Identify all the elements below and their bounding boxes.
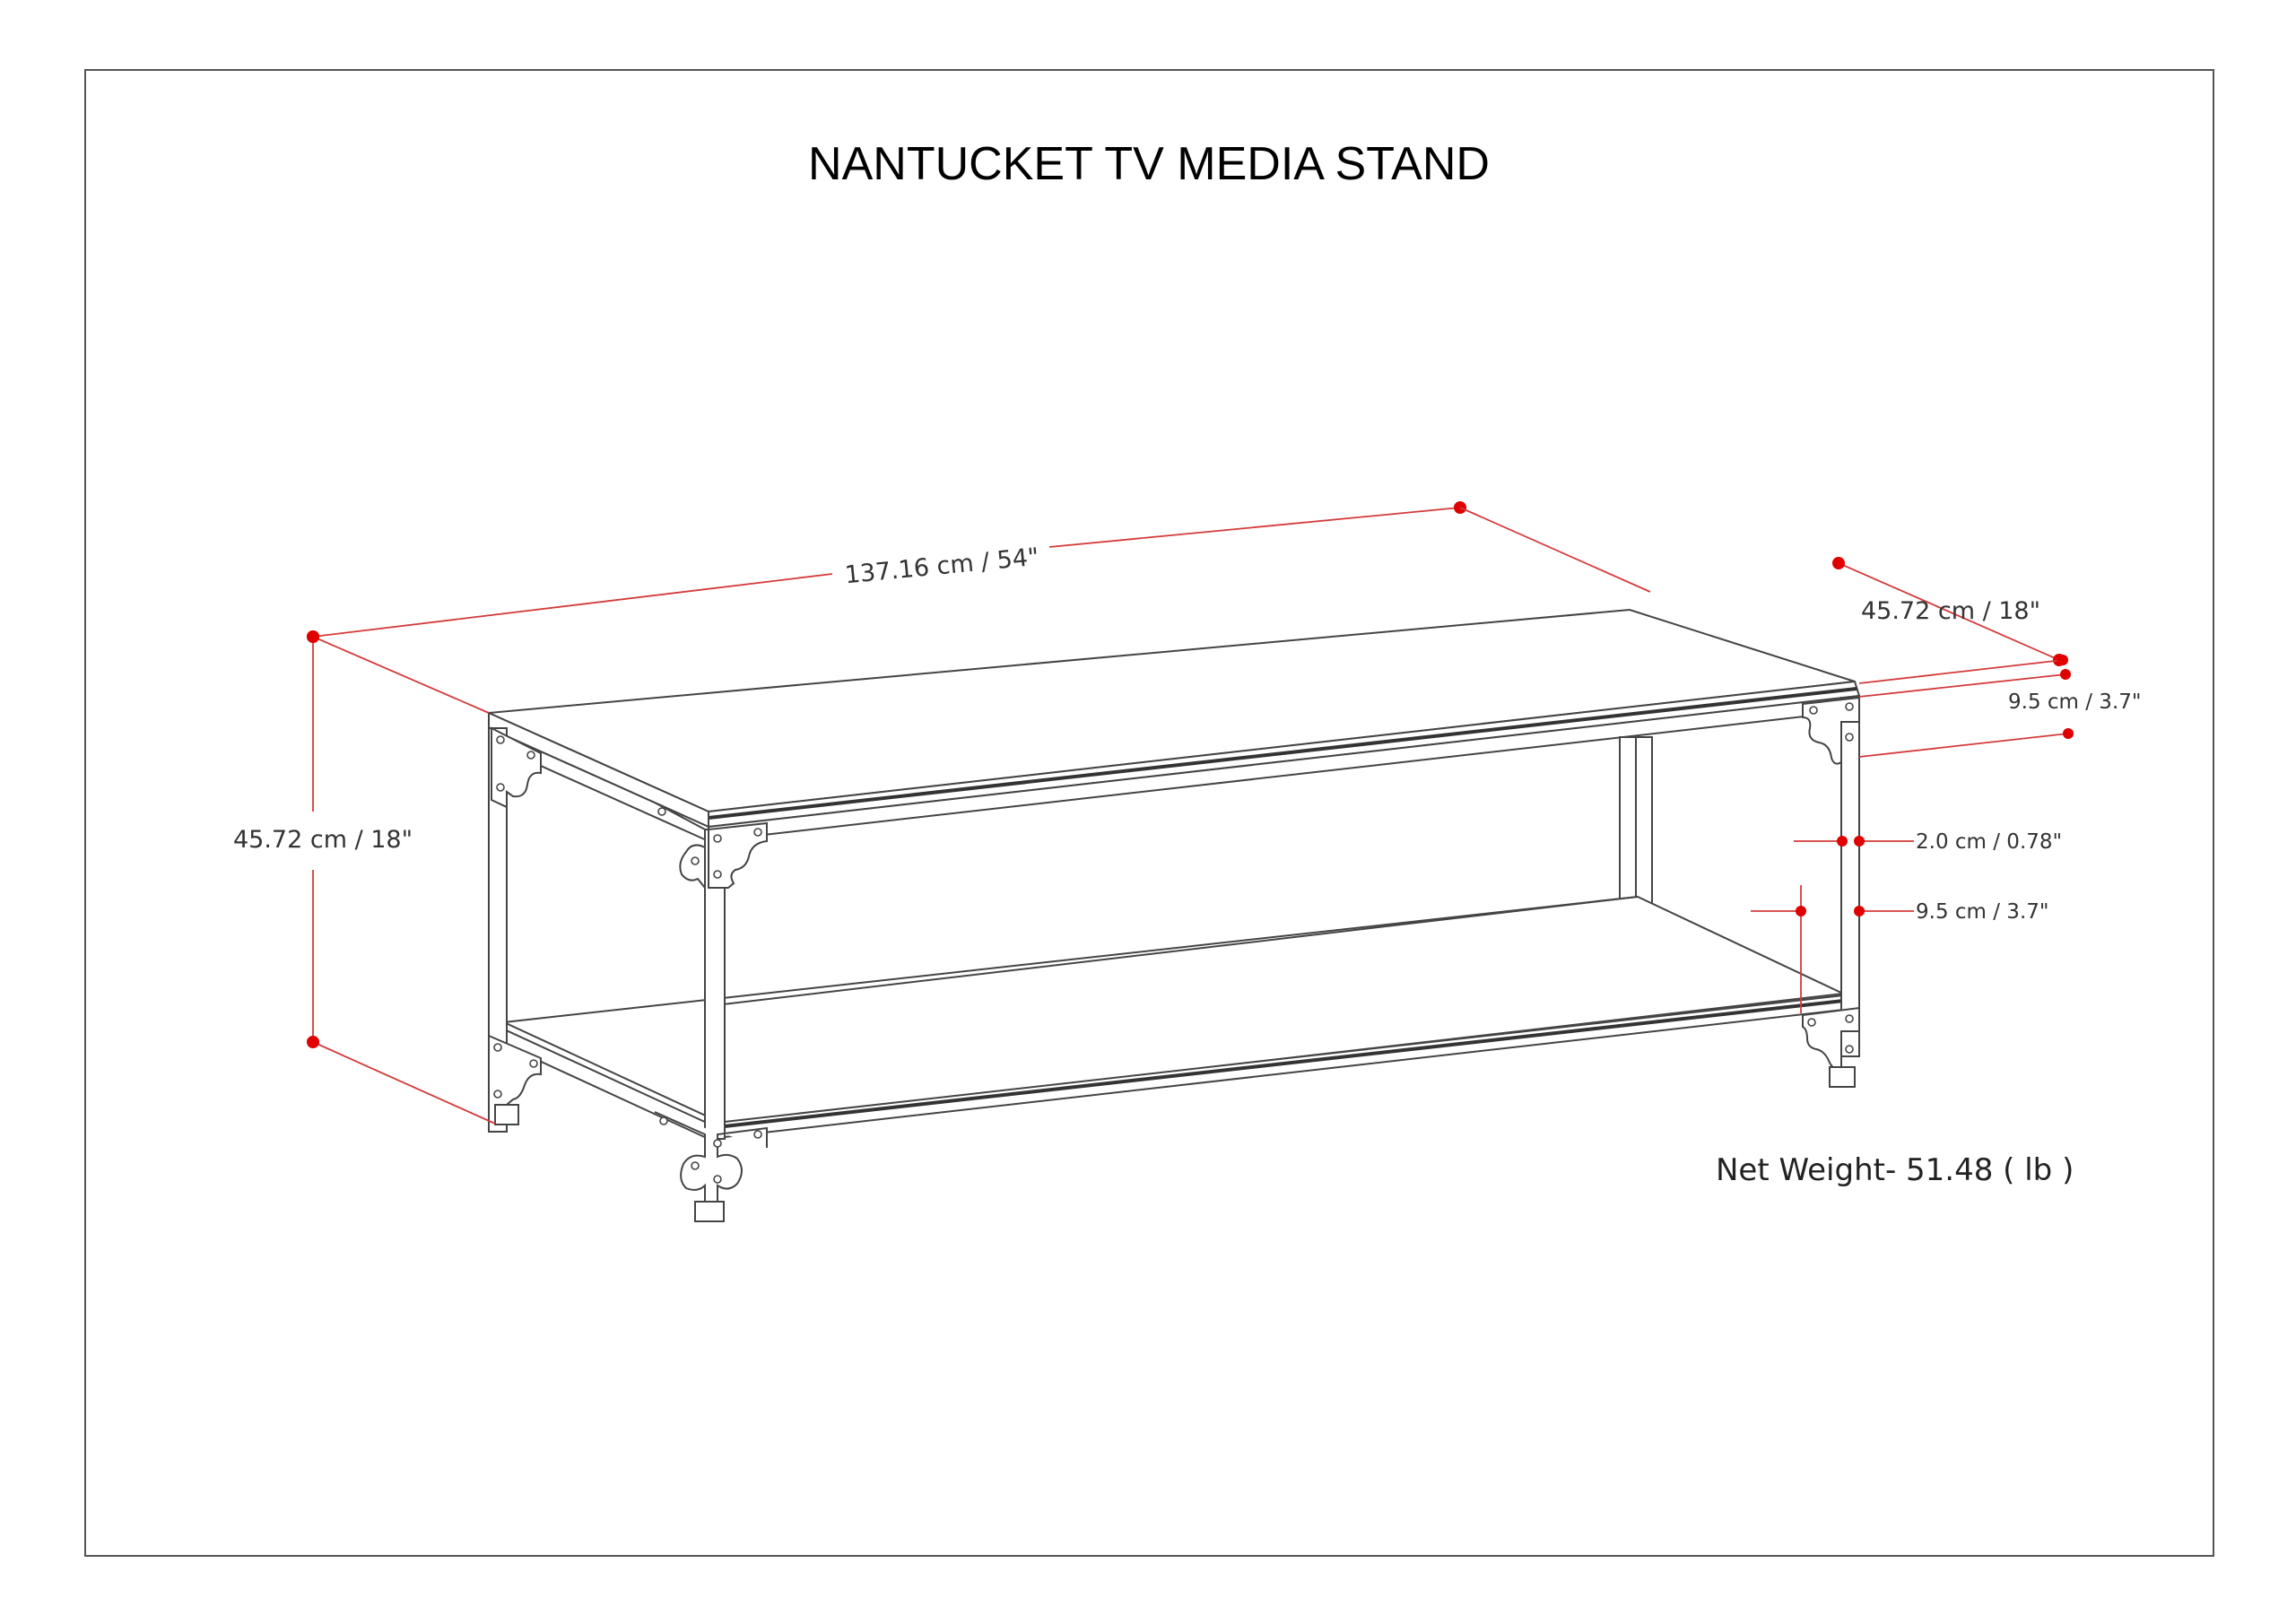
bracket-top-front-left [654,802,768,890]
sheet-border [84,69,2214,1557]
lower-shelf-back [722,896,1639,1005]
shelf-thickness-dot-left [1796,906,1806,916]
depth-line-b [1838,562,2060,661]
dimension-leg-thickness: 2.0 cm / 0.78" [1794,830,2062,854]
height-dot-top [307,630,319,643]
net-weight-label: Net Weight- 51.48 ( lb ) [1716,1152,2074,1188]
height-leader-bottom [312,1041,496,1125]
top-front-edge [708,687,1857,820]
top-thickness-label: 9.5 cm / 3.7" [2008,690,2141,714]
dimension-shelf-thickness: 9.5 cm / 3.7" [1751,885,2048,1013]
shelf-thickness-label: 9.5 cm / 3.7" [1916,900,2048,924]
depth-dot-back [1832,557,1845,569]
height-label: 45.72 cm / 18" [233,826,413,854]
shelf-thickness-dot-right [1854,906,1865,916]
top-thickness-dot-c [2063,728,2074,739]
height-dot-bottom [307,1036,319,1048]
depth-line-a [1459,507,1651,593]
bracket-top-left [491,726,542,809]
depth-label: 45.72 cm / 18" [1861,597,2040,625]
bracket-bottom-front-left [654,1111,768,1222]
width-line-left [312,573,833,638]
width-leader-left [312,636,490,714]
width-line-right [1048,507,1461,548]
top-thickness-dot-a [2057,655,2068,665]
top-thickness-dot-b [2060,669,2071,680]
dimension-height: 45.72 cm / 18" [233,630,496,1125]
diagram-title: NANTUCKET TV MEDIA STAND [808,138,1490,190]
top-thickness-line-a [1858,659,2064,684]
leg-thickness-dot-left [1837,836,1848,847]
width-label: 137.16 cm / 54" [844,543,1040,590]
leg-thickness-dot-right [1854,836,1865,847]
top-thickness-line-c [1858,733,2069,758]
bracket-top-right [1802,696,1860,765]
tv-stand-drawing [485,608,1861,1222]
leg-thickness-label: 2.0 cm / 0.78" [1916,830,2062,854]
bracket-bottom-left [488,1034,542,1133]
bracket-bottom-right [1802,1006,1860,1088]
front-right-leg [1840,697,1860,1057]
dimension-top-thickness: 9.5 cm / 3.7" [1858,655,2141,758]
top-thickness-line-b [1858,673,2066,698]
lower-shelf-front-edge [708,997,1860,1130]
